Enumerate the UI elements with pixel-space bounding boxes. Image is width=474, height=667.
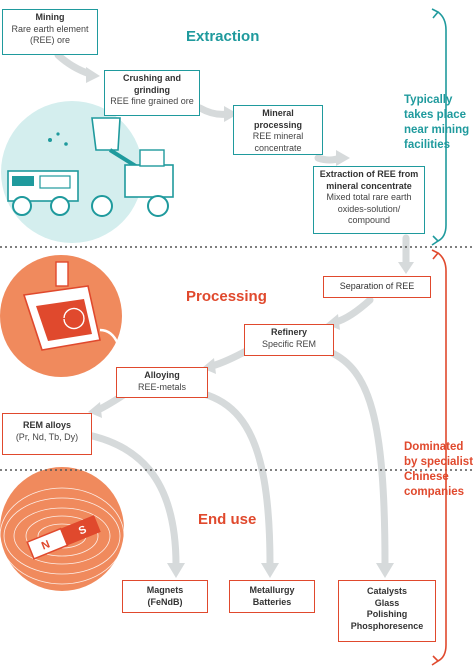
end-use-bracket xyxy=(437,252,447,662)
extraction-bracket-top-arrow xyxy=(431,8,440,19)
end-use-bracket-bottom-arrow xyxy=(431,655,440,666)
extraction-bracket-bottom-arrow xyxy=(431,235,440,246)
extraction-bracket xyxy=(437,11,447,242)
stage-title-processing: Processing xyxy=(186,288,267,305)
magnet-north-label: N xyxy=(40,538,52,552)
stage-title-end-use: End use xyxy=(198,511,257,528)
crushing-box: Crushing and grinding REE fine grained o… xyxy=(104,70,200,116)
extraction-ree-box: Extraction of REE from mineral concentra… xyxy=(313,166,425,234)
separation-box: Separation of REE xyxy=(323,276,431,298)
catalysts-box: Catalysts Glass Polishing Phosphoresence xyxy=(338,580,436,642)
magnets-box: Magnets (FeNdB) xyxy=(122,580,208,613)
stage-title-extraction: Extraction xyxy=(186,28,260,45)
note-mining-facilities: Typically takes place near mining facili… xyxy=(404,94,470,151)
magnet-illustration: N S xyxy=(0,467,125,591)
metallurgy-box: Metallurgy Batteries xyxy=(229,580,315,613)
crucible-illustration xyxy=(0,255,122,377)
refinery-box: Refinery Specific REM xyxy=(244,324,334,356)
rem-alloys-box: REM alloys (Pr, Nd, Tb, Dy) xyxy=(2,413,92,455)
arrow-heads xyxy=(86,67,414,578)
mining-box: Mining Rare earth element (REE) ore xyxy=(2,9,98,55)
alloying-box: Alloying REE-metals xyxy=(116,367,208,398)
note-chinese-companies: Dominated by specialist Chinese companie… xyxy=(404,441,474,498)
magnet-south-label: S xyxy=(77,524,88,538)
mineral-processing-box: Mineral processing REE mineral concentra… xyxy=(233,105,323,155)
mining-illustration xyxy=(1,101,174,243)
end-use-bracket-top-arrow xyxy=(431,249,440,260)
